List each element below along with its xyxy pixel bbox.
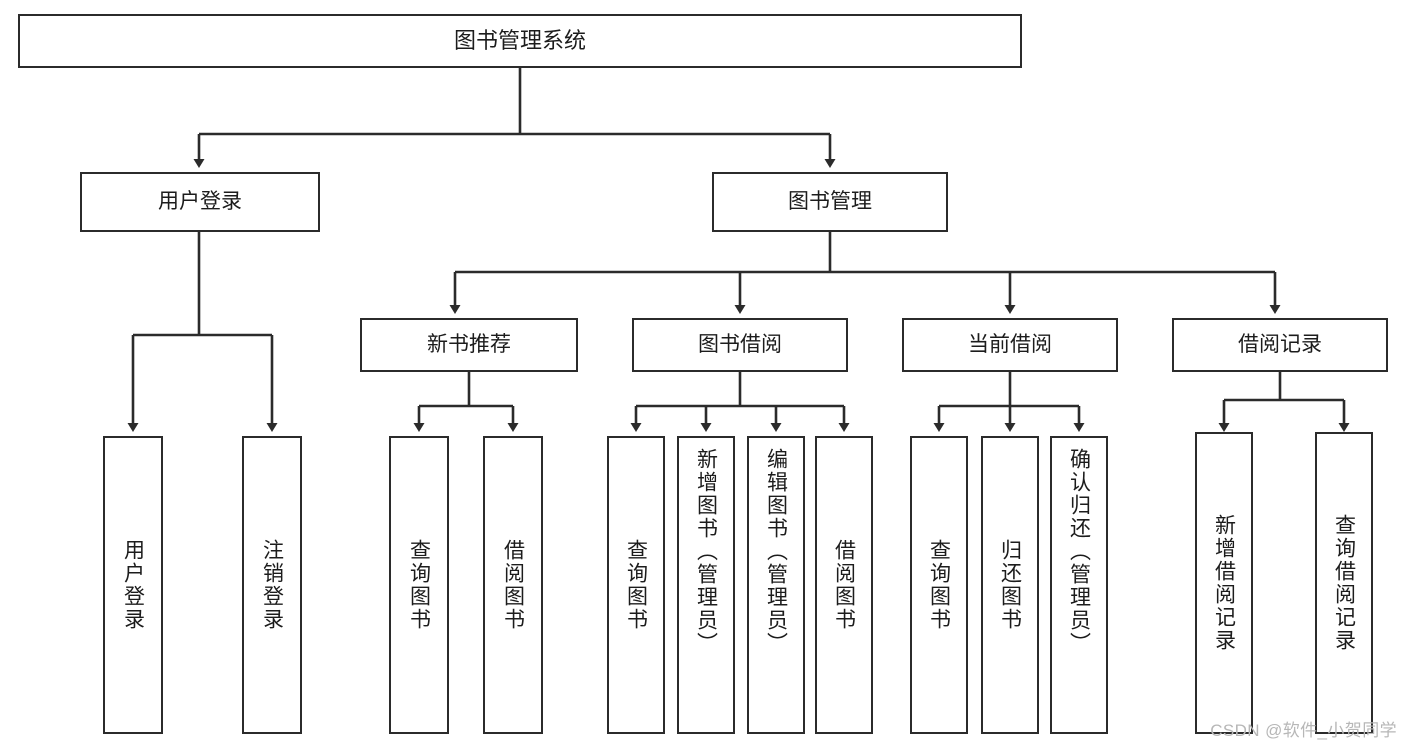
node-book-manage-label: 图书管理 bbox=[788, 189, 872, 213]
node-book-borrow[interactable]: 图书借阅 bbox=[632, 318, 848, 372]
node-user-login[interactable]: 用户登录 bbox=[80, 172, 320, 232]
node-leaf-borrow-book-2[interactable]: 借阅图书 bbox=[815, 436, 873, 734]
node-leaf-edit-book[interactable]: 编辑图书（管理员） bbox=[747, 436, 805, 734]
node-leaf-borrow-book-1-label: 借阅图书 bbox=[501, 539, 525, 631]
node-leaf-query-book-1-label: 查询图书 bbox=[407, 539, 431, 631]
node-leaf-query-record-label: 查询借阅记录 bbox=[1332, 514, 1356, 652]
node-leaf-borrow-book-2-label: 借阅图书 bbox=[832, 539, 856, 631]
node-leaf-add-book-label: 新增图书（管理员） bbox=[694, 448, 718, 655]
node-leaf-borrow-book-1[interactable]: 借阅图书 bbox=[483, 436, 543, 734]
node-leaf-query-book-2[interactable]: 查询图书 bbox=[607, 436, 665, 734]
node-leaf-add-book[interactable]: 新增图书（管理员） bbox=[677, 436, 735, 734]
node-leaf-query-book-3[interactable]: 查询图书 bbox=[910, 436, 968, 734]
node-leaf-edit-book-label: 编辑图书（管理员） bbox=[764, 448, 788, 655]
node-root-label: 图书管理系统 bbox=[453, 28, 586, 54]
node-leaf-query-book-2-label: 查询图书 bbox=[624, 539, 648, 631]
node-current-borrow-label: 当前借阅 bbox=[968, 332, 1052, 356]
node-leaf-query-record[interactable]: 查询借阅记录 bbox=[1315, 432, 1373, 734]
watermark-text: CSDN @软件_小贺同学 bbox=[1210, 721, 1397, 740]
node-leaf-user-login[interactable]: 用户登录 bbox=[103, 436, 163, 734]
node-leaf-logout-login-label: 注销登录 bbox=[260, 539, 284, 631]
node-root[interactable]: 图书管理系统 bbox=[18, 14, 1022, 68]
node-leaf-query-book-1[interactable]: 查询图书 bbox=[389, 436, 449, 734]
node-user-login-label: 用户登录 bbox=[158, 189, 242, 213]
node-leaf-add-record[interactable]: 新增借阅记录 bbox=[1195, 432, 1253, 734]
node-borrow-record-label: 借阅记录 bbox=[1238, 332, 1322, 356]
node-leaf-return-book-label: 归还图书 bbox=[998, 539, 1022, 631]
node-book-manage[interactable]: 图书管理 bbox=[712, 172, 948, 232]
node-borrow-record[interactable]: 借阅记录 bbox=[1172, 318, 1388, 372]
node-leaf-query-book-3-label: 查询图书 bbox=[927, 539, 951, 631]
node-leaf-user-login-label: 用户登录 bbox=[121, 539, 145, 631]
node-book-borrow-label: 图书借阅 bbox=[698, 332, 782, 356]
node-leaf-confirm-return-label: 确认归还（管理员） bbox=[1067, 448, 1091, 655]
node-leaf-logout-login[interactable]: 注销登录 bbox=[242, 436, 302, 734]
node-leaf-confirm-return[interactable]: 确认归还（管理员） bbox=[1050, 436, 1108, 734]
node-current-borrow[interactable]: 当前借阅 bbox=[902, 318, 1118, 372]
node-new-book-recommend[interactable]: 新书推荐 bbox=[360, 318, 578, 372]
node-new-book-recommend-label: 新书推荐 bbox=[427, 332, 511, 356]
node-leaf-add-record-label: 新增借阅记录 bbox=[1212, 514, 1236, 652]
node-leaf-return-book[interactable]: 归还图书 bbox=[981, 436, 1039, 734]
